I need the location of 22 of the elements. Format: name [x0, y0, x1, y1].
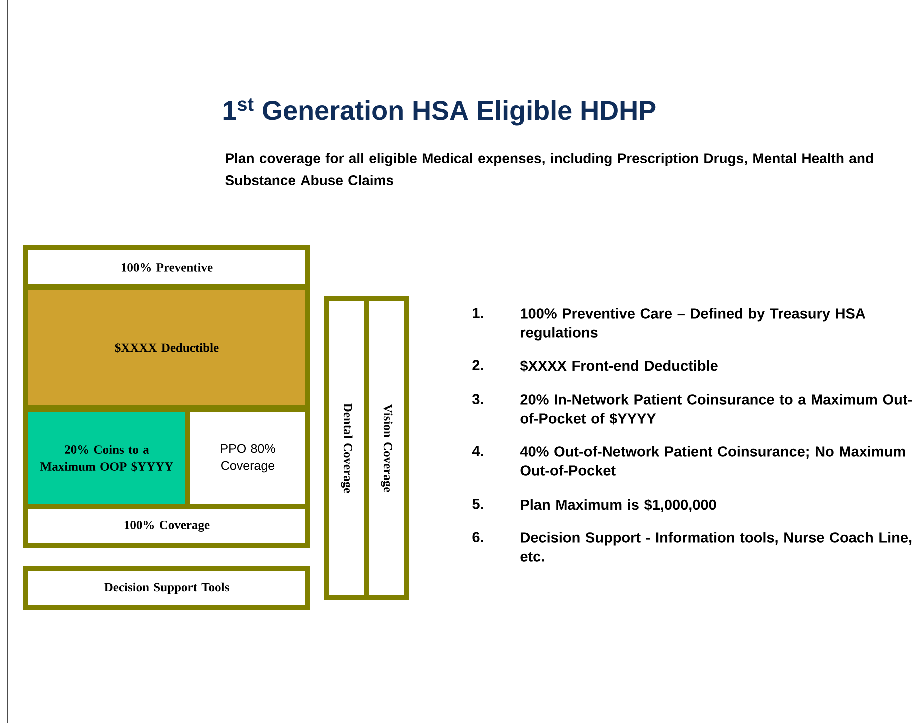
list-number: 4.: [472, 446, 484, 456]
subtitle: Plan coverage for all eligible Medical expenses, including Prescription Drugs, Mental Health and Substance Abuse Claims: [226, 153, 874, 186]
list-number: 2.: [472, 360, 484, 370]
list-number: 6.: [472, 532, 484, 542]
list-item: Decision Support - Information tools, Nurse Coach Line, etc.: [520, 532, 912, 562]
coinsurance-box: 20% Coins to a Maximum OOP $YYYY: [24, 408, 190, 510]
coverage-band: 100% Preventive: [24, 246, 310, 290]
list-number: 1.: [473, 308, 484, 318]
coverage-box: PPO 80% Coverage: [186, 408, 310, 510]
list-item: Plan Maximum is $1,000,000: [521, 499, 716, 512]
coverage-column: Dental Coverage: [324, 296, 370, 600]
list-number: 3.: [472, 394, 484, 404]
list-item: 20% In-Network Patient Coinsurance to a Maximum Out-of-Pocket of $YYYY: [520, 394, 912, 425]
deductible-box: $XXXX Deductible: [24, 286, 310, 410]
list-item: 100% Preventive Care – Defined by Treasury HSA regulations: [521, 308, 866, 341]
list-item: $XXXX Front-end Deductible: [520, 360, 718, 372]
list-number: 5.: [472, 499, 484, 510]
list-item: 40% Out-of-Network Patient Coinsurance; No Maximum Out-of-Pocket: [520, 446, 906, 476]
title: 1$^{st}$ Generation HSA Eligible HDHP: [224, 98, 656, 126]
coverage-column: Vision Coverage: [364, 296, 410, 600]
tools-band: Decision Support Tools: [24, 566, 310, 610]
coverage-band: 100% Coverage: [24, 504, 310, 548]
